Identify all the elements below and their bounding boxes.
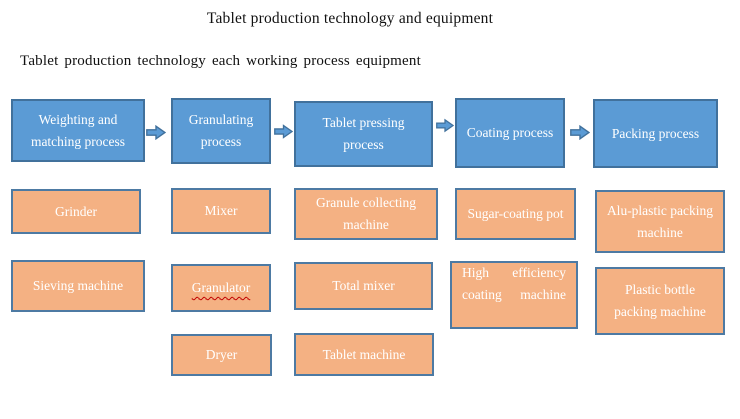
- equipment-label: Grinder: [55, 203, 97, 219]
- equipment-label: Sieving machine: [32, 278, 124, 294]
- page-subtitle: Tablet production technology each workin…: [20, 53, 421, 69]
- equipment-label: Sugar-coating pot: [467, 206, 564, 222]
- equipment-label: Granule collecting machine: [315, 195, 417, 232]
- flow-arrow-icon: [146, 125, 166, 140]
- equipment-box-high-efficiency-coating-machine[interactable]: High efficiency coating machine: [450, 261, 578, 329]
- equipment-label: Total mixer: [332, 278, 395, 294]
- process-box-tablet-pressing[interactable]: Tablet pressing process: [294, 101, 433, 167]
- equipment-box-mixer[interactable]: Mixer: [171, 188, 271, 234]
- equipment-label: Dryer: [205, 347, 238, 363]
- page-title: Tablet production technology and equipme…: [206, 10, 494, 27]
- equipment-box-dryer[interactable]: Dryer: [171, 334, 272, 376]
- equipment-box-alu-plastic-packing-machine[interactable]: Alu-plastic packing machine: [595, 190, 725, 253]
- flow-arrow-icon: [570, 125, 590, 140]
- equipment-label: Plastic bottle packing machine: [614, 282, 706, 319]
- process-box-granulating[interactable]: Granulating process: [171, 98, 271, 164]
- equipment-box-grinder[interactable]: Grinder: [11, 189, 141, 234]
- flow-arrow-icon: [274, 124, 293, 139]
- equipment-label-misspelled: Granulator: [191, 280, 251, 296]
- process-box-weighting-matching[interactable]: Weighting and matching process: [11, 99, 145, 162]
- equipment-label: Tablet machine: [322, 346, 406, 362]
- equipment-box-sugar-coating-pot[interactable]: Sugar-coating pot: [455, 188, 576, 240]
- process-label: Packing process: [611, 125, 700, 141]
- process-label: Weighting and matching process: [30, 111, 126, 149]
- equipment-box-granulator[interactable]: Granulator: [171, 264, 271, 312]
- equipment-label: High efficiency coating machine: [462, 265, 566, 303]
- equipment-box-plastic-bottle-packing-machine[interactable]: Plastic bottle packing machine: [595, 267, 725, 335]
- process-label: Granulating process: [188, 112, 254, 149]
- process-label: Tablet pressing process: [322, 115, 405, 152]
- equipment-label: Alu-plastic packing machine: [606, 202, 714, 240]
- process-box-packing[interactable]: Packing process: [593, 99, 718, 168]
- equipment-box-total-mixer[interactable]: Total mixer: [294, 262, 433, 310]
- equipment-box-granule-collecting-machine[interactable]: Granule collecting machine: [294, 188, 438, 240]
- process-box-coating[interactable]: Coating process: [455, 98, 565, 168]
- equipment-box-tablet-machine[interactable]: Tablet machine: [294, 333, 434, 376]
- equipment-label: Mixer: [204, 203, 238, 219]
- flow-arrow-icon: [436, 118, 454, 133]
- process-label: Coating process: [466, 125, 554, 141]
- equipment-box-sieving-machine[interactable]: Sieving machine: [11, 260, 145, 312]
